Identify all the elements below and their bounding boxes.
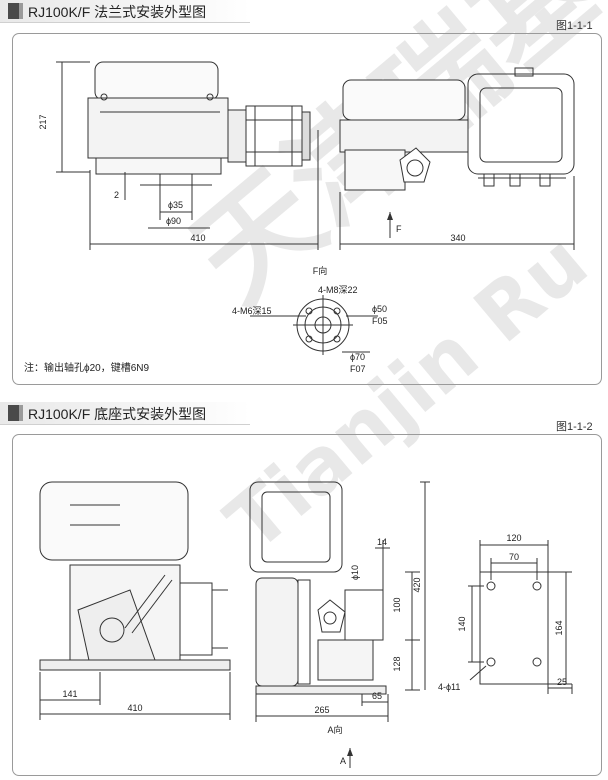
dim-410-label-2: 410	[127, 703, 142, 713]
dim-141-label: 141	[62, 689, 77, 699]
dim-65-label: 65	[372, 691, 382, 701]
section1-panel	[12, 33, 602, 385]
dim-420-label: 420	[412, 577, 422, 592]
section1-title: RJ100K/F 法兰式安装外型图	[28, 4, 207, 20]
section2-header: RJ100K/F 底座式安装外型图	[0, 402, 250, 425]
flange-f07-label: F07	[350, 364, 366, 374]
section2-panel	[12, 434, 602, 776]
holes-label: 4-ϕ11	[438, 682, 460, 692]
section2-title: RJ100K/F 底座式安装外型图	[28, 406, 207, 422]
section1-header: RJ100K/F 法兰式安装外型图	[0, 0, 250, 23]
dim-128-label: 128	[392, 656, 402, 671]
dim-phi10-label: ϕ10	[350, 565, 360, 580]
section1-drawing: 217 2 ϕ35 ϕ90 410 340 F F向 4-M8深22 4-M6深…	[38, 61, 575, 374]
section2-figure-number: 图1-1-2	[556, 421, 593, 433]
section1-note: 注：输出轴孔ϕ20，键槽6N9	[24, 363, 150, 374]
dim-phi35-label: ϕ35	[168, 200, 183, 210]
dim-14-label: 14	[377, 537, 387, 547]
flange-f05-label: F05	[372, 316, 388, 326]
dim-phi90-label: ϕ90	[166, 216, 181, 226]
dim-340-label: 340	[450, 233, 465, 243]
dim-25-label: 25	[557, 677, 567, 687]
dim-164-label: 164	[554, 620, 564, 635]
flange-m8-label: 4-M8深22	[318, 285, 358, 295]
dim-70-label: 70	[509, 552, 519, 562]
view-a-caption: A向	[327, 724, 342, 735]
section-marker-icon-2	[8, 405, 23, 421]
dim-100-label: 100	[392, 597, 402, 612]
flange-phi50-label: ϕ50	[372, 304, 387, 314]
flange-view-caption: F向	[313, 265, 328, 276]
dim-217-label: 217	[38, 114, 48, 129]
arrow-f-label: F	[396, 224, 402, 234]
dim-265-label: 265	[314, 705, 329, 715]
flange-m6-label: 4-M6深15	[232, 306, 272, 316]
dim-140-label: 140	[457, 616, 467, 631]
arrow-a-label: A	[340, 756, 346, 766]
dim-410-label: 410	[190, 233, 205, 243]
flange-phi70-label: ϕ70	[350, 352, 365, 362]
section1-figure-number: 图1-1-1	[556, 20, 593, 32]
section-marker-icon	[8, 3, 23, 19]
dim-2-label: 2	[114, 190, 119, 200]
dim-120-label: 120	[506, 533, 521, 543]
